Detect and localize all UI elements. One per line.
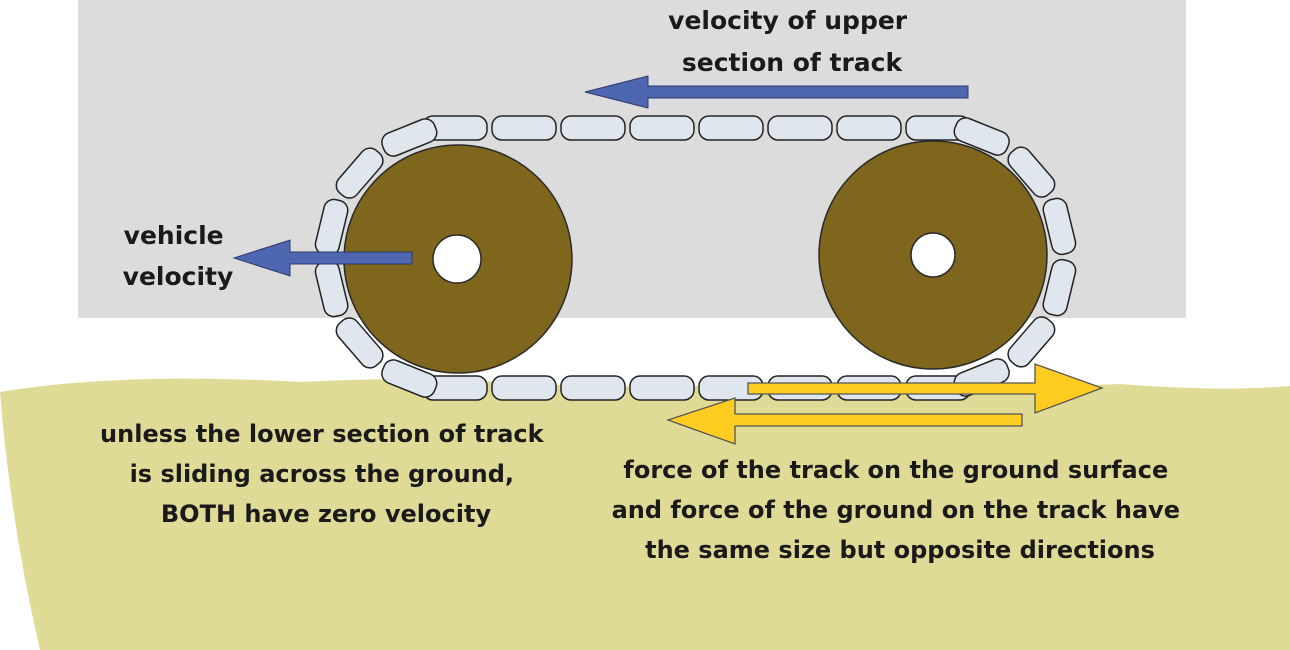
vehicle-velocity-arrow bbox=[232, 239, 413, 277]
track-link bbox=[767, 115, 833, 141]
track-link bbox=[335, 147, 384, 199]
track-link bbox=[953, 117, 1010, 156]
lower-track-note-line: unless the lower section of track bbox=[100, 420, 545, 448]
ground bbox=[0, 378, 1290, 650]
track-link bbox=[560, 375, 626, 401]
rear-wheel-hub bbox=[432, 234, 482, 284]
force-pair-note: force of the track on the ground surface… bbox=[612, 456, 1189, 564]
front-wheel-hub bbox=[910, 232, 956, 278]
force-ground-on-track-arrow bbox=[665, 397, 1023, 445]
front-wheel bbox=[818, 140, 1048, 370]
vehicle-velocity-label: vehicle velocity bbox=[123, 221, 234, 291]
lower-track-note: unless the lower section of track is sli… bbox=[100, 420, 552, 528]
track-link bbox=[1042, 197, 1077, 256]
track-link bbox=[560, 115, 626, 141]
track-link bbox=[1007, 316, 1056, 368]
force-pair-note-line: the same size but opposite directions bbox=[645, 536, 1155, 564]
track-link bbox=[836, 115, 902, 141]
track-link bbox=[491, 375, 557, 401]
track-link bbox=[1042, 258, 1077, 317]
track-link bbox=[629, 115, 695, 141]
lower-track-note-line: is sliding across the ground, bbox=[130, 460, 514, 488]
force-track-on-ground-arrow bbox=[747, 363, 1104, 414]
upper-track-velocity-label-line: velocity of upper bbox=[668, 6, 908, 35]
track-link bbox=[381, 359, 438, 398]
track-link bbox=[491, 115, 557, 141]
track-link bbox=[335, 317, 384, 369]
lower-track-note-line: BOTH have zero velocity bbox=[161, 500, 492, 528]
track-link bbox=[381, 118, 438, 157]
track-link bbox=[1007, 146, 1056, 198]
force-pair-note-line: force of the track on the ground surface bbox=[623, 456, 1168, 484]
track-link bbox=[629, 375, 695, 401]
upper-track-velocity-label-line: section of track bbox=[682, 48, 904, 77]
vehicle-velocity-label-line: velocity bbox=[123, 262, 234, 291]
rear-wheel bbox=[343, 144, 573, 374]
force-pair-note-line: and force of the ground on the track hav… bbox=[612, 496, 1181, 524]
track-link bbox=[698, 115, 764, 141]
upper-track-velocity-arrow bbox=[584, 75, 969, 109]
upper-track-velocity-label: velocity of upper section of track bbox=[668, 6, 916, 77]
vehicle-velocity-label-line: vehicle bbox=[124, 221, 224, 250]
